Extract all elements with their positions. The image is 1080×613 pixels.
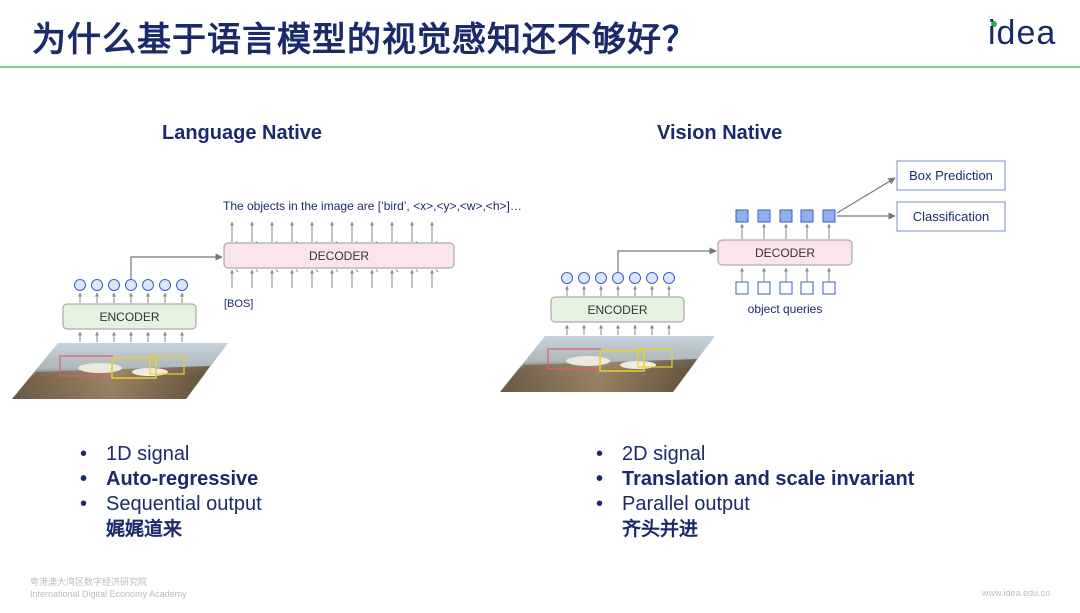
left-bullet-3: •Sequential output: [80, 493, 262, 515]
left-bullet-list: •1D signal •Auto-regressive •Sequential …: [76, 442, 262, 542]
box-prediction-box: [896, 160, 1006, 191]
left-bullet-1-text: 1D signal: [106, 443, 190, 465]
right-encoder-arrows: [565, 324, 671, 335]
right-feature-tokens: [561, 272, 675, 284]
right-note: 齐头并进: [622, 518, 699, 540]
left-bullet-1: •1D signal: [80, 443, 190, 465]
left-decoder-box: [223, 242, 455, 269]
left-encoder-label: ENCODER: [99, 310, 159, 324]
left-image: [12, 343, 228, 399]
right-bullet-list: •2D signal •Translation and scale invari…: [592, 442, 914, 542]
left-output-sequence: The objects in the image are [‘bird’, <x…: [223, 199, 522, 213]
right-bullet-3-text: Parallel output: [622, 493, 750, 515]
right-encoder-to-decoder-arrow: [617, 247, 717, 272]
left-encoder-box: [62, 303, 197, 330]
right-bullet-2: •Translation and scale invariant: [596, 468, 915, 490]
box-prediction-label: Box Prediction: [909, 168, 993, 183]
left-decoder-label: DECODER: [309, 249, 369, 263]
left-bullet-3-text: Sequential output: [106, 493, 262, 515]
decoder-out-arrows: [740, 223, 831, 239]
right-encoder-label: ENCODER: [587, 303, 647, 317]
right-encoder-out-arrows: [565, 285, 671, 296]
output-embedding-tokens: [735, 209, 836, 223]
footer-org-cn: 粤港澳大湾区数字经济研究院: [30, 577, 148, 587]
header-divider: [0, 66, 1080, 68]
vision-native-heading: Vision Native: [657, 122, 783, 144]
idea-logo: idea: [988, 14, 1057, 52]
right-bullet-1-text: 2D signal: [622, 443, 706, 465]
object-queries-label: object queries: [748, 302, 823, 316]
language-native-heading: Language Native: [162, 122, 323, 144]
slide-title: 为什么基于语言模型的视觉感知还不够好？: [32, 20, 697, 60]
left-encoder-arrows: [78, 331, 184, 342]
right-bullet-2-text: Translation and scale invariant: [622, 468, 915, 490]
logo-dot: [991, 21, 997, 27]
left-bullet-2: •Auto-regressive: [80, 468, 259, 490]
right-decoder-label: DECODER: [755, 246, 815, 260]
right-encoder-box: [550, 296, 685, 323]
footer-org-en: International Digital Economy Academy: [30, 589, 187, 599]
bos-token-label: [BOS]: [224, 298, 253, 310]
right-bullet-3: •Parallel output: [596, 493, 750, 515]
left-encoder-to-decoder-arrow: [130, 253, 223, 279]
right-decoder-box: [717, 239, 853, 266]
object-query-arrows: [740, 267, 831, 282]
right-image: [500, 336, 715, 392]
left-note: 娓娓道来: [106, 518, 183, 540]
left-feature-tokens: [74, 279, 188, 291]
object-query-tokens: [735, 281, 836, 295]
classification-label: Classification: [913, 209, 990, 224]
left-decoder-out-arrows: [230, 221, 434, 242]
left-decoder-in-arrows: [230, 269, 434, 288]
footer-organization: 粤港澳大湾区数字经济研究院 International Digital Econ…: [30, 576, 187, 600]
right-bullet-1: •2D signal: [596, 443, 706, 465]
left-bullet-2-text: Auto-regressive: [106, 468, 259, 490]
left-encoder-out-arrows: [78, 292, 184, 303]
to-box-prediction-arrow: [836, 177, 896, 214]
classification-box: [896, 201, 1006, 232]
footer-url[interactable]: www.idea.edu.cn: [982, 588, 1051, 598]
